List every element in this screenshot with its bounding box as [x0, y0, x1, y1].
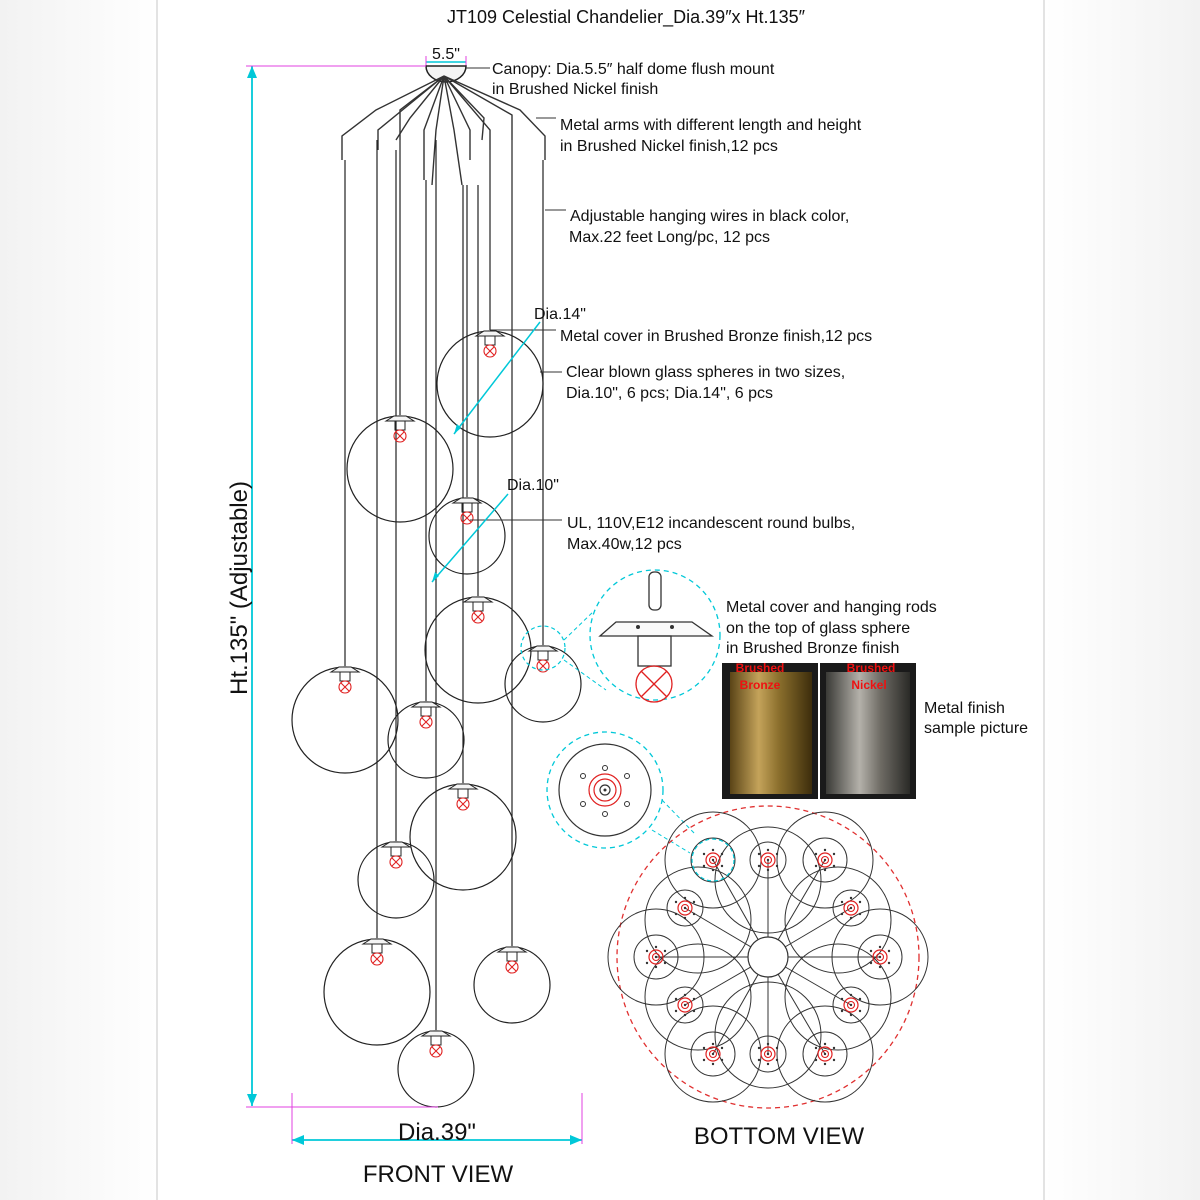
glass-sphere [473, 946, 551, 1024]
glass-spheres [291, 330, 582, 1108]
bulb-socket [537, 650, 549, 661]
height-dimension-label: Ht.135" (Adjustable) [226, 481, 253, 695]
glass-sphere [291, 666, 399, 774]
bulb-mark [370, 952, 384, 966]
hanging-rod [648, 571, 662, 611]
finish-sample-caption-line1: Metal finish [924, 700, 1005, 717]
front-view: 5.5" [226, 46, 872, 1188]
bulb-socket [506, 951, 518, 962]
hanging-wires [344, 140, 544, 1030]
width-dimension-label: Dia.39" [398, 1119, 476, 1146]
bulb-socket [371, 943, 383, 954]
glass-callout-line1: Clear blown glass spheres in two sizes, [566, 364, 845, 381]
page-margin-left [0, 0, 158, 1200]
canopy-dimension-label: 5.5" [432, 46, 460, 63]
bulb-mark [635, 665, 673, 703]
bottom-outline [616, 805, 920, 1109]
page-border-left [156, 0, 158, 1200]
drawing-title: JT109 Celestial Chandelier_Dia.39″x Ht.1… [447, 7, 806, 28]
glass-sphere [387, 701, 465, 779]
arms-callout-line2: in Brushed Nickel finish,12 pcs [560, 138, 778, 155]
canopy-callout-line1: Canopy: Dia.5.5″ half dome flush mount [492, 61, 775, 78]
large-sphere-dimension-label: Dia.14" [534, 306, 586, 323]
cover-callout-line1: Metal cover in Brushed Bronze finish,12 … [560, 328, 872, 345]
large-sphere-dimension-line [453, 321, 541, 435]
bulb-mark [536, 659, 550, 673]
nickel-swatch [826, 672, 910, 794]
metal-arms [341, 75, 546, 186]
metal-cover [598, 621, 715, 637]
glass-sphere [504, 645, 582, 723]
bulb-plan-mark [843, 900, 859, 916]
bulb-plan-mark [760, 1046, 776, 1062]
bottom-view: BOTTOM VIEW [546, 731, 929, 1150]
canopy [425, 65, 467, 83]
bronze-swatch-label-top: Brushed [736, 661, 785, 675]
bulb-plan-mark [648, 949, 664, 965]
detail-callout-line1: Metal cover and hanging rods [726, 599, 937, 616]
glass-sphere [323, 938, 431, 1046]
detail-callout-line2: on the top of glass sphere [726, 620, 910, 637]
bulb-mark [389, 855, 403, 869]
glass-sphere [436, 330, 544, 438]
glass-sphere [428, 497, 506, 575]
bulb-plan-mark [817, 852, 833, 868]
glass-sphere [397, 1030, 475, 1108]
small-sphere-dimension-line [431, 493, 509, 583]
bulb-socket [472, 601, 484, 612]
arms-callout-line1: Metal arms with different length and hei… [560, 117, 862, 134]
glass-sphere [409, 783, 517, 891]
glass-sphere [424, 596, 532, 704]
bulb-mark [393, 429, 407, 443]
wires-callout-line1: Adjustable hanging wires in black color, [570, 208, 849, 225]
bulb-plan-mark [705, 852, 721, 868]
bulb-mark [471, 610, 485, 624]
bulb-socket [390, 846, 402, 857]
canopy-plan [747, 936, 789, 978]
canopy-callout-line2: in Brushed Nickel finish [492, 81, 658, 98]
bulb-plan-mark [677, 997, 693, 1013]
bulb-plan-mark [705, 1046, 721, 1062]
finish-sample-caption-line2: sample picture [924, 720, 1028, 737]
bulbs-callout-line1: UL, 110V,E12 incandescent round bulbs, [567, 515, 855, 532]
bulb-plan-mark [817, 1046, 833, 1062]
bulb-mark [460, 511, 474, 525]
nickel-swatch-label-bottom: Nickel [851, 678, 886, 692]
bulb-mark [456, 797, 470, 811]
bulb-socket [484, 335, 496, 346]
bulb-mark [429, 1044, 443, 1058]
bulb-socket [430, 1035, 442, 1046]
bulbs-callout-line2: Max.40w,12 pcs [567, 536, 682, 553]
bulb-mark [483, 344, 497, 358]
detail-callout-line3: in Brushed Bronze finish [726, 640, 899, 657]
glass-sphere [357, 841, 435, 919]
bulb-mark [338, 680, 352, 694]
bulb-mark [419, 715, 433, 729]
bronze-swatch-label-bottom: Bronze [740, 678, 781, 692]
finish-sample-photos: Brushed Bronze Brushed Nickel [722, 661, 916, 799]
bulb-plan-mark [760, 852, 776, 868]
nickel-swatch-label-top: Brushed [847, 661, 896, 675]
glass-sphere [346, 415, 454, 523]
callout-leaders [466, 67, 566, 521]
bulb-plan-mark [677, 900, 693, 916]
glass-callout-line2: Dia.10", 6 pcs; Dia.14", 6 pcs [566, 385, 773, 402]
page-margin-right [1044, 0, 1200, 1200]
bulb-socket [420, 706, 432, 717]
bronze-swatch [730, 672, 812, 794]
wires-callout-line2: Max.22 feet Long/pc, 12 pcs [569, 229, 770, 246]
bulb-plan-mark [872, 949, 888, 965]
bottom-plan [607, 811, 929, 1103]
bulb-socket [339, 671, 351, 682]
small-sphere-dimension-label: Dia.10" [507, 477, 559, 494]
cover-detail [520, 569, 721, 703]
page-border-right [1043, 0, 1045, 1200]
bulb-mark [505, 960, 519, 974]
bulb-plan-mark [843, 997, 859, 1013]
bottom-view-label: BOTTOM VIEW [694, 1123, 865, 1150]
front-view-label: FRONT VIEW [363, 1161, 514, 1188]
bulb-socket [457, 788, 469, 799]
